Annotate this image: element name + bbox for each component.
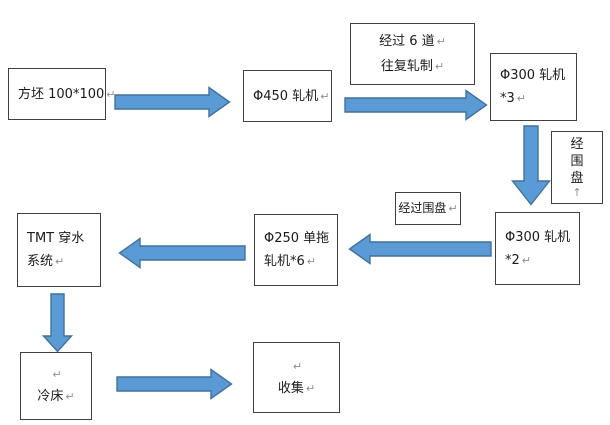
node-pass6-note: 经过 6 道↵ 往复轧制↵ bbox=[350, 23, 475, 85]
paragraph-mark-icon: ↵ bbox=[306, 255, 316, 268]
arrow-mill300x3-to-mill300x2 bbox=[511, 125, 551, 206]
node-tmt-text1: TMT 穿水 bbox=[27, 231, 85, 246]
arrow-billet-to-mill450 bbox=[114, 86, 231, 118]
paragraph-mark-icon: ↵ bbox=[516, 92, 526, 105]
arrow-cooling-bed-to-collect bbox=[116, 368, 233, 400]
node-coil-loop-note: 经围盘 ↑ bbox=[551, 131, 603, 204]
node-mill300x3-line1: Φ300 轧机 bbox=[491, 64, 576, 87]
node-collect-text: 收集 bbox=[277, 380, 304, 396]
node-mill300x2: Φ300 轧机 *2↵ bbox=[495, 212, 580, 285]
node-collect-line1: ↵ bbox=[254, 356, 339, 378]
node-billet-text: 方坯 100*100 bbox=[18, 86, 105, 102]
paragraph-mark-icon: ↵ bbox=[65, 390, 75, 403]
paragraph-mark-icon: ↵ bbox=[436, 35, 446, 48]
node-tmt-line2: 系统↵ bbox=[18, 250, 100, 273]
node-mill450-label: Φ450 轧机↵ bbox=[244, 85, 331, 108]
node-mill300x3-text2: *3 bbox=[500, 91, 515, 106]
node-via-coil-label: 经过围盘↵ bbox=[396, 197, 460, 220]
node-mill250-text1: Φ250 单拖 bbox=[264, 231, 330, 246]
node-billet: 方坯 100*100↵ bbox=[8, 68, 115, 120]
node-pass6-line2: 往复轧制↵ bbox=[351, 54, 474, 79]
node-cooling-bed-line2: 冷床↵ bbox=[21, 386, 91, 408]
arrow-tmt-to-cooling-bed bbox=[41, 293, 74, 353]
paragraph-mark-icon: ↵ bbox=[106, 87, 116, 101]
node-via-coil-note: 经过围盘↵ bbox=[395, 192, 461, 225]
arrow-mill250-to-tmt bbox=[118, 237, 246, 269]
node-mill300x2-text1: Φ300 轧机 bbox=[505, 229, 571, 245]
paragraph-mark-icon: ↵ bbox=[448, 202, 458, 215]
node-coil-loop-text: 经围盘 bbox=[570, 137, 584, 186]
node-mill300x3-line2: *3↵ bbox=[491, 87, 576, 110]
paragraph-mark-icon: ↵ bbox=[320, 89, 330, 103]
node-tmt: TMT 穿水 系统↵ bbox=[17, 213, 101, 287]
paragraph-mark-icon: ↵ bbox=[434, 60, 445, 73]
paragraph-mark-icon: ↵ bbox=[521, 253, 531, 267]
node-mill300x3-text1: Φ300 轧机 bbox=[500, 68, 566, 83]
node-tmt-text2: 系统 bbox=[27, 254, 54, 269]
paragraph-mark-icon: ↵ bbox=[55, 255, 65, 268]
paragraph-mark-icon: ↵ bbox=[305, 381, 316, 395]
node-mill300x2-text2: *2 bbox=[505, 252, 520, 268]
node-mill300x3: Φ300 轧机 *3↵ bbox=[490, 53, 577, 121]
node-pass6-text1: 经过 6 道 bbox=[379, 34, 435, 49]
node-mill250-line1: Φ250 单拖 bbox=[255, 227, 337, 250]
node-cooling-bed-text: 冷床 bbox=[37, 389, 64, 404]
node-mill450: Φ450 轧机↵ bbox=[243, 70, 332, 122]
vertical-paragraph-mark-icon: ↑ bbox=[572, 186, 582, 199]
node-collect: ↵ 收集↵ bbox=[253, 342, 340, 413]
node-mill300x2-line1: Φ300 轧机 bbox=[496, 226, 579, 249]
node-cooling-bed: ↵ 冷床↵ bbox=[20, 352, 92, 420]
node-mill250-text2: 轧机*6 bbox=[264, 254, 305, 269]
node-mill450-text: Φ450 轧机 bbox=[253, 88, 319, 104]
paragraph-mark-icon: ↵ bbox=[52, 368, 62, 381]
node-mill300x2-line2: *2↵ bbox=[496, 249, 579, 272]
node-mill250-line2: 轧机*6↵ bbox=[255, 250, 337, 273]
node-cooling-bed-line1: ↵ bbox=[21, 364, 91, 386]
node-via-coil-text: 经过围盘 bbox=[398, 201, 447, 215]
node-mill250: Φ250 单拖 轧机*6↵ bbox=[254, 214, 338, 286]
paragraph-mark-icon: ↵ bbox=[292, 359, 303, 373]
arrow-mill300x2-to-mill250 bbox=[348, 233, 492, 265]
node-pass6-line1: 经过 6 道↵ bbox=[351, 29, 474, 54]
node-billet-label: 方坯 100*100↵ bbox=[9, 83, 115, 106]
arrow-mill450-to-mill300x3 bbox=[344, 89, 488, 121]
node-collect-line2: 收集↵ bbox=[254, 378, 339, 400]
node-tmt-line1: TMT 穿水 bbox=[18, 227, 100, 250]
node-pass6-text2: 往复轧制 bbox=[380, 59, 433, 74]
